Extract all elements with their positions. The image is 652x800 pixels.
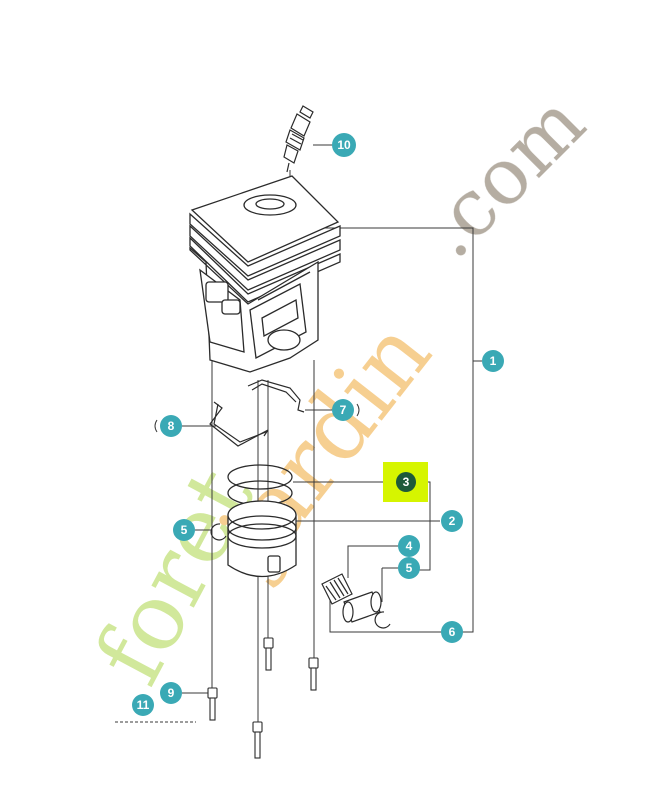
callout-11[interactable]: 11 (132, 694, 154, 716)
svg-text:5: 5 (406, 561, 413, 575)
callout-3[interactable]: 3 (396, 472, 416, 492)
callout-2[interactable]: 2 (441, 510, 463, 532)
svg-text:9: 9 (168, 686, 175, 700)
svg-text:8: 8 (168, 419, 175, 433)
callout-7-bracket (356, 403, 360, 417)
callout-8-bracket (154, 419, 158, 433)
circlip-left (210, 523, 227, 541)
callout-1[interactable]: 1 (482, 350, 504, 372)
piston-pin (342, 591, 382, 623)
spark-plug (283, 105, 314, 173)
watermark: foret jardin .com (75, 78, 602, 700)
circlip-right (374, 611, 391, 629)
svg-text:5: 5 (181, 523, 188, 537)
callout-5-right[interactable]: 5 (398, 557, 420, 579)
callout-4[interactable]: 4 (398, 535, 420, 557)
screws (207, 637, 319, 759)
piston (227, 500, 297, 578)
screw-2 (308, 657, 319, 691)
svg-text:11: 11 (137, 698, 150, 712)
wire-clip (209, 401, 269, 447)
callout-6[interactable]: 6 (441, 621, 463, 643)
callout-5-left[interactable]: 5 (173, 519, 195, 541)
svg-text:7: 7 (340, 403, 347, 417)
needle-bearing (321, 573, 353, 605)
svg-text:10: 10 (337, 138, 351, 152)
cylinder (189, 175, 341, 373)
callouts: 1 2 3 4 5 5 6 7 (132, 133, 504, 716)
callout-8[interactable]: 8 (160, 415, 182, 437)
watermark-dotcom: .com (405, 78, 603, 276)
svg-text:6: 6 (449, 625, 456, 639)
svg-text:1: 1 (490, 354, 497, 368)
svg-text:3: 3 (403, 475, 410, 489)
gasket-clip (247, 379, 305, 413)
callout-9[interactable]: 9 (160, 682, 182, 704)
screw-3 (207, 687, 218, 721)
screw-4 (252, 721, 263, 759)
svg-text:2: 2 (449, 514, 456, 528)
svg-text:4: 4 (406, 539, 413, 553)
callout-10[interactable]: 10 (332, 133, 356, 157)
callout-7[interactable]: 7 (332, 399, 354, 421)
screw-1 (263, 637, 274, 671)
